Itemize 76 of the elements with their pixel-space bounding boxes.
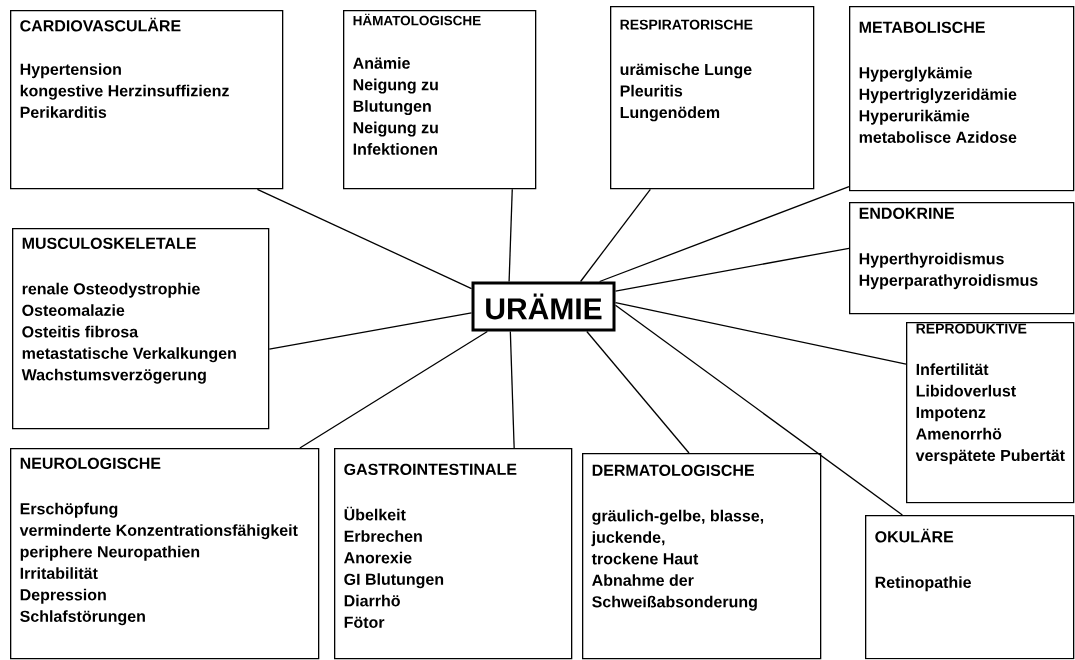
symptom-text: Wachstumsverzögerung bbox=[21, 368, 206, 384]
symptom-text: Neigung zu Infektionen bbox=[353, 121, 438, 155]
category-heading: HÄMATOLOGISCHE bbox=[353, 13, 481, 26]
symptom-text: metastatische Verkalkungen bbox=[22, 347, 236, 363]
symptom-text: verminderte Konzentrationsfähigkeit bbox=[19, 524, 298, 540]
symptom-text: kongestive Herzinsuffizienz bbox=[20, 84, 229, 100]
symptom-text: Anämie bbox=[353, 57, 410, 69]
category-box bbox=[10, 10, 284, 190]
symptom-text: Diarrhö bbox=[344, 594, 400, 607]
connector-line bbox=[579, 188, 651, 283]
category-heading: MUSCULOSKELETALE bbox=[22, 237, 196, 249]
symptom-text: Amenorrhö bbox=[916, 427, 1002, 440]
category-box bbox=[610, 6, 815, 190]
symptom-text: Abnahme der Schweißabsonderung bbox=[592, 574, 757, 611]
symptom-text: verspätete Pubertät bbox=[915, 449, 1065, 465]
symptom-text: Pleuritis bbox=[620, 84, 683, 97]
symptom-text: Osteitis fibrosa bbox=[22, 325, 139, 338]
category-box bbox=[906, 322, 1075, 504]
symptom-text: Depression bbox=[20, 588, 106, 604]
connector-line bbox=[599, 186, 850, 283]
category-heading: NEUROLOGISCHE bbox=[20, 457, 161, 469]
symptom-text: Fötor bbox=[344, 616, 385, 628]
symptom-text: Neigung zu Blutungen bbox=[353, 78, 438, 116]
symptom-text: Anorexie bbox=[344, 551, 412, 564]
symptom-text: Impotenz bbox=[916, 406, 986, 422]
category-box bbox=[343, 10, 537, 190]
symptom-text: Schlafstörungen bbox=[20, 610, 145, 626]
category-heading: CARDIOVASCULÄRE bbox=[20, 17, 181, 32]
symptom-text: urämische Lunge bbox=[620, 63, 752, 79]
symptom-text: Libidoverlust bbox=[916, 384, 1016, 397]
symptom-text: Hypertriglyzeridämie bbox=[859, 88, 1017, 104]
category-box bbox=[12, 228, 270, 430]
symptom-text: Osteomalazie bbox=[22, 304, 125, 316]
symptom-text: trockene Haut bbox=[591, 552, 699, 565]
center-box bbox=[471, 281, 616, 332]
category-heading: RESPIRATORISCHE bbox=[620, 19, 753, 30]
center-title: URÄMIE bbox=[486, 293, 602, 320]
category-box bbox=[10, 448, 320, 660]
symptom-text: Übelkeit bbox=[344, 506, 406, 521]
symptom-text: renale Osteodystrophie bbox=[22, 282, 200, 298]
symptom-text: juckende, bbox=[591, 531, 665, 547]
category-box bbox=[334, 448, 573, 660]
connector-line bbox=[509, 330, 515, 449]
connector-line bbox=[614, 247, 850, 292]
symptom-text: Erbrechen bbox=[344, 530, 422, 542]
connector-line bbox=[508, 188, 513, 283]
symptom-text: GI Blutungen bbox=[344, 573, 444, 589]
category-heading: ENDOKRINE bbox=[859, 207, 954, 219]
symptom-text: gräulich-gelbe, blasse, bbox=[592, 509, 764, 525]
category-heading: OKULÄRE bbox=[875, 528, 954, 543]
connector-line bbox=[614, 302, 907, 365]
category-box bbox=[582, 453, 822, 660]
symptom-text: Lungenödem bbox=[620, 106, 720, 122]
symptom-text: metabolisce Azidose bbox=[859, 131, 1017, 143]
category-box bbox=[849, 6, 1075, 192]
symptom-text: Hyperglykämie bbox=[859, 66, 972, 82]
symptom-text: Hypertension bbox=[20, 63, 121, 79]
symptom-text: periphere Neuropathien bbox=[20, 545, 200, 561]
symptom-text: Retinopathie bbox=[875, 576, 971, 592]
connector-line bbox=[268, 312, 473, 350]
symptom-text: Hyperurikämie bbox=[859, 109, 970, 125]
category-heading: DERMATOLOGISCHE bbox=[592, 464, 754, 476]
symptom-text: Perikarditis bbox=[20, 106, 107, 118]
category-heading: GASTROINTESTINALE bbox=[344, 463, 517, 475]
symptom-text: Hyperparathyroidismus bbox=[859, 274, 1038, 290]
symptom-text: Infertilität bbox=[916, 363, 989, 376]
connector-line bbox=[299, 330, 488, 449]
category-heading: METABOLISCHE bbox=[859, 21, 985, 33]
connector-line bbox=[256, 188, 473, 290]
category-box bbox=[849, 202, 1075, 315]
category-heading: REPRODUKTIVE bbox=[916, 323, 1027, 334]
connector-line bbox=[586, 330, 690, 454]
symptom-text: Erschöpfung bbox=[20, 502, 118, 518]
symptom-text: Hyperthyroidismus bbox=[859, 252, 1004, 268]
category-box bbox=[865, 515, 1075, 660]
symptom-text: Irritabilität bbox=[20, 567, 98, 579]
